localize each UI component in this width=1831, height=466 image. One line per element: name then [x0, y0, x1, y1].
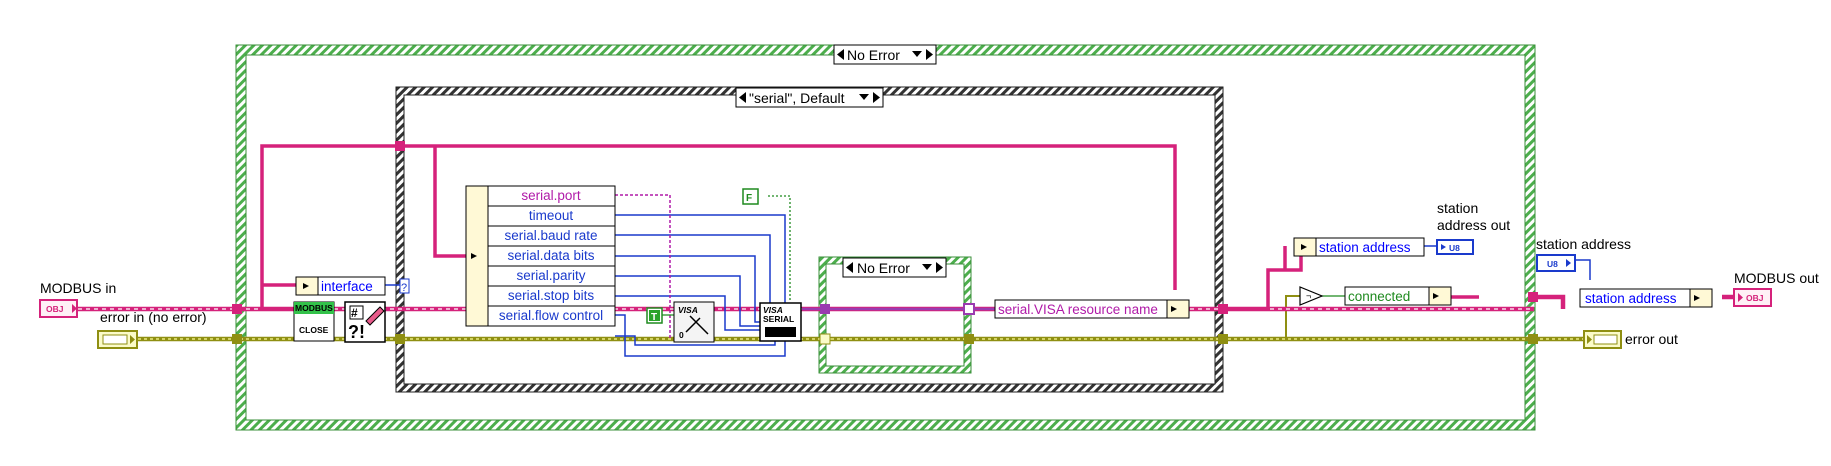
modbus-in-terminal[interactable]: MODBUS in OBJ [39, 280, 116, 318]
interface-unbundle[interactable]: interface ? [295, 276, 410, 296]
modbus-in-label: MODBUS in [40, 280, 116, 296]
arrow-right-icon [1694, 295, 1700, 301]
visa-label: VISA [678, 305, 698, 315]
modbus-out-indicator[interactable]: MODBUS out OBJ [1733, 270, 1819, 307]
error-out-label: error out [1625, 331, 1678, 347]
u8-type-label: U8 [1449, 243, 1460, 253]
station-address-write-label: station address [1585, 291, 1677, 306]
arrow-right-icon [1433, 293, 1439, 299]
error-in-label: error in (no error) [100, 309, 207, 325]
decrement-arrow-icon[interactable] [837, 49, 844, 60]
visa-configure-serial-subvi[interactable]: VISA SERIAL [759, 302, 802, 342]
connected-unbundle[interactable]: connected [1344, 286, 1452, 306]
serial-label: SERIAL [763, 314, 794, 324]
case-selector-terminal: ? [401, 282, 407, 294]
nested-case-selector-label: No Error [857, 260, 910, 276]
visa-resource-label: serial.VISA resource name [998, 302, 1158, 317]
arrow-right-icon [1301, 244, 1307, 250]
decrement-arrow-icon[interactable] [846, 262, 853, 273]
zero-label: 0 [679, 330, 684, 340]
dropdown-arrow-icon[interactable] [859, 94, 869, 100]
station-address-bundle[interactable]: station address [1579, 288, 1713, 308]
serial-field-3: serial.data bits [507, 248, 594, 263]
true-label: T [651, 312, 657, 323]
close-label: CLOSE [299, 325, 329, 335]
hash-glyph: # [351, 306, 358, 320]
arrow-right-icon [303, 283, 309, 289]
modbus-close-subvi[interactable]: MODBUS CLOSE [293, 301, 335, 342]
tunnels [232, 141, 1538, 345]
true-constant[interactable]: T [646, 307, 663, 324]
inner-case-selector-label: "serial", Default [749, 90, 845, 106]
serial-field-1: timeout [529, 208, 574, 223]
station-address-control[interactable]: station address U8 [1536, 236, 1631, 272]
false-constant[interactable]: F [742, 188, 759, 205]
string-wire[interactable] [615, 194, 671, 338]
modbus-out-label: MODBUS out [1734, 270, 1819, 286]
nested-case-selector[interactable]: No Error [842, 257, 947, 278]
increment-arrow-icon[interactable] [926, 49, 933, 60]
dropdown-arrow-icon[interactable] [912, 51, 922, 57]
visa-label: VISA [763, 305, 783, 315]
inner-case-selector[interactable]: "serial", Default [735, 87, 884, 108]
obj-type-label: OBJ [46, 304, 64, 314]
decrement-arrow-icon[interactable] [739, 92, 746, 103]
false-label: F [746, 193, 752, 204]
eraser-icon [365, 306, 385, 326]
not-function[interactable]: ¬ [1299, 286, 1324, 306]
station-address-unbundle[interactable]: station address [1293, 237, 1425, 257]
svg-text:¬: ¬ [1306, 291, 1311, 301]
increment-arrow-icon[interactable] [873, 92, 880, 103]
clear-errors-subvi[interactable]: # ?! [344, 301, 386, 343]
error-in-terminal[interactable]: error in (no error) [97, 309, 207, 349]
connected-label: connected [1348, 289, 1410, 304]
serial-field-2: serial.baud rate [504, 228, 597, 243]
outer-case-selector[interactable]: No Error [833, 44, 937, 65]
serial-field-5: serial.stop bits [508, 288, 595, 303]
arrow-right-icon [471, 253, 477, 259]
visa-open-subvi[interactable]: VISA 0 [673, 301, 715, 343]
error-out-indicator[interactable]: error out [1583, 330, 1678, 349]
handshake-icon [685, 315, 709, 335]
obj-type-label: OBJ [1746, 293, 1764, 303]
station-address-out-indicator[interactable]: station address out U8 [1436, 200, 1510, 255]
serial-unbundle[interactable]: serial.port timeout serial.baud rate serial… [465, 185, 616, 327]
interface-label: interface [321, 279, 373, 294]
serial-field-4: serial.parity [516, 268, 585, 283]
station-address-read-label: station address [1319, 240, 1411, 255]
dropdown-arrow-icon[interactable] [922, 264, 932, 270]
arrow-right-icon [1171, 306, 1177, 312]
outer-case-selector-label: No Error [847, 47, 900, 63]
station-address-out-label-1: station [1437, 200, 1478, 216]
serial-field-0: serial.port [521, 188, 581, 203]
station-address-label: station address [1536, 236, 1631, 252]
port-icon [765, 327, 796, 337]
increment-arrow-icon[interactable] [936, 262, 943, 273]
visa-resource-unbundle[interactable]: serial.VISA resource name [994, 299, 1190, 319]
station-address-out-label-2: address out [1437, 217, 1510, 233]
u8-type-label: U8 [1547, 259, 1558, 269]
modbus-banner: MODBUS [295, 303, 333, 313]
question-glyph: ?! [348, 322, 365, 342]
serial-field-6: serial.flow control [499, 308, 603, 323]
